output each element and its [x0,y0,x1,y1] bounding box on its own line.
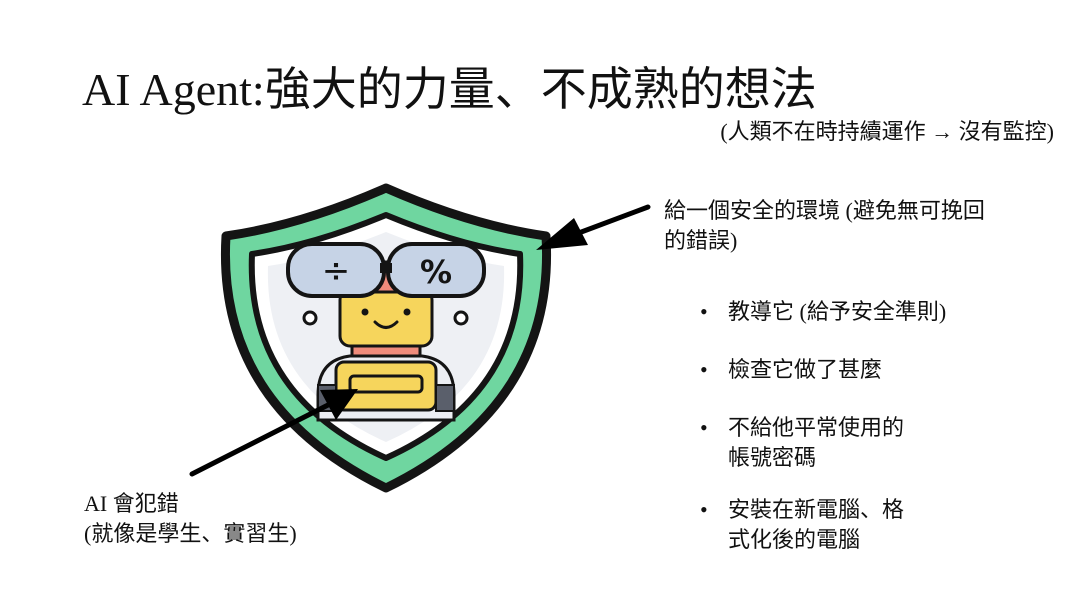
bullet-dot: • [700,497,708,522]
bullet-dot: • [700,299,708,324]
slide-subtitle: (人類不在時持續運作 → 沒有監控) [720,119,1054,144]
robot-in-shield-icon: ÷ % [220,183,552,493]
bullet-dot: • [700,415,708,440]
bullet-text: 不給他平常使用的 [728,415,905,440]
bullet-item: • 安裝在新電腦、格 式化後的電腦 [700,495,1040,555]
arrow-to-robot [189,389,358,477]
bullet-text-cont: 式化後的電腦 [728,527,861,552]
note-line-1: AI 會犯錯 [84,491,179,516]
safe-environment-note: 給一個安全的環境 (避免無可挽回的錯誤) [664,198,985,253]
bullet-item: • 檢查它做了甚麼 [700,355,1040,385]
safety-bullet-list: • 教導它 (給予安全準則) • 檢查它做了甚麼 • 不給他平常使用的 帳號密碼… [700,297,1040,555]
arrow-to-shield [536,204,651,250]
slide-title: AI Agent:強大的力量、不成熟的想法 [82,64,817,115]
bullet-text: 安裝在新電腦、格 [728,497,905,522]
ai-makes-mistakes-note: AI 會犯錯 (就像是學生、實習生) [84,489,384,549]
note-line-2: (就像是學生、實習生) [84,521,297,546]
bullet-text: 檢查它做了甚麼 [728,357,883,382]
bullet-item: • 不給他平常使用的 帳號密碼 [700,413,1040,473]
bullet-item: • 教導它 (給予安全準則) [700,297,1040,327]
percent-icon: % [420,253,452,291]
bullet-dot: • [700,357,708,382]
bullet-text: 教導它 (給予安全準則) [728,299,947,324]
divide-icon: ÷ [322,251,351,291]
bullet-text-cont: 帳號密碼 [728,445,817,470]
